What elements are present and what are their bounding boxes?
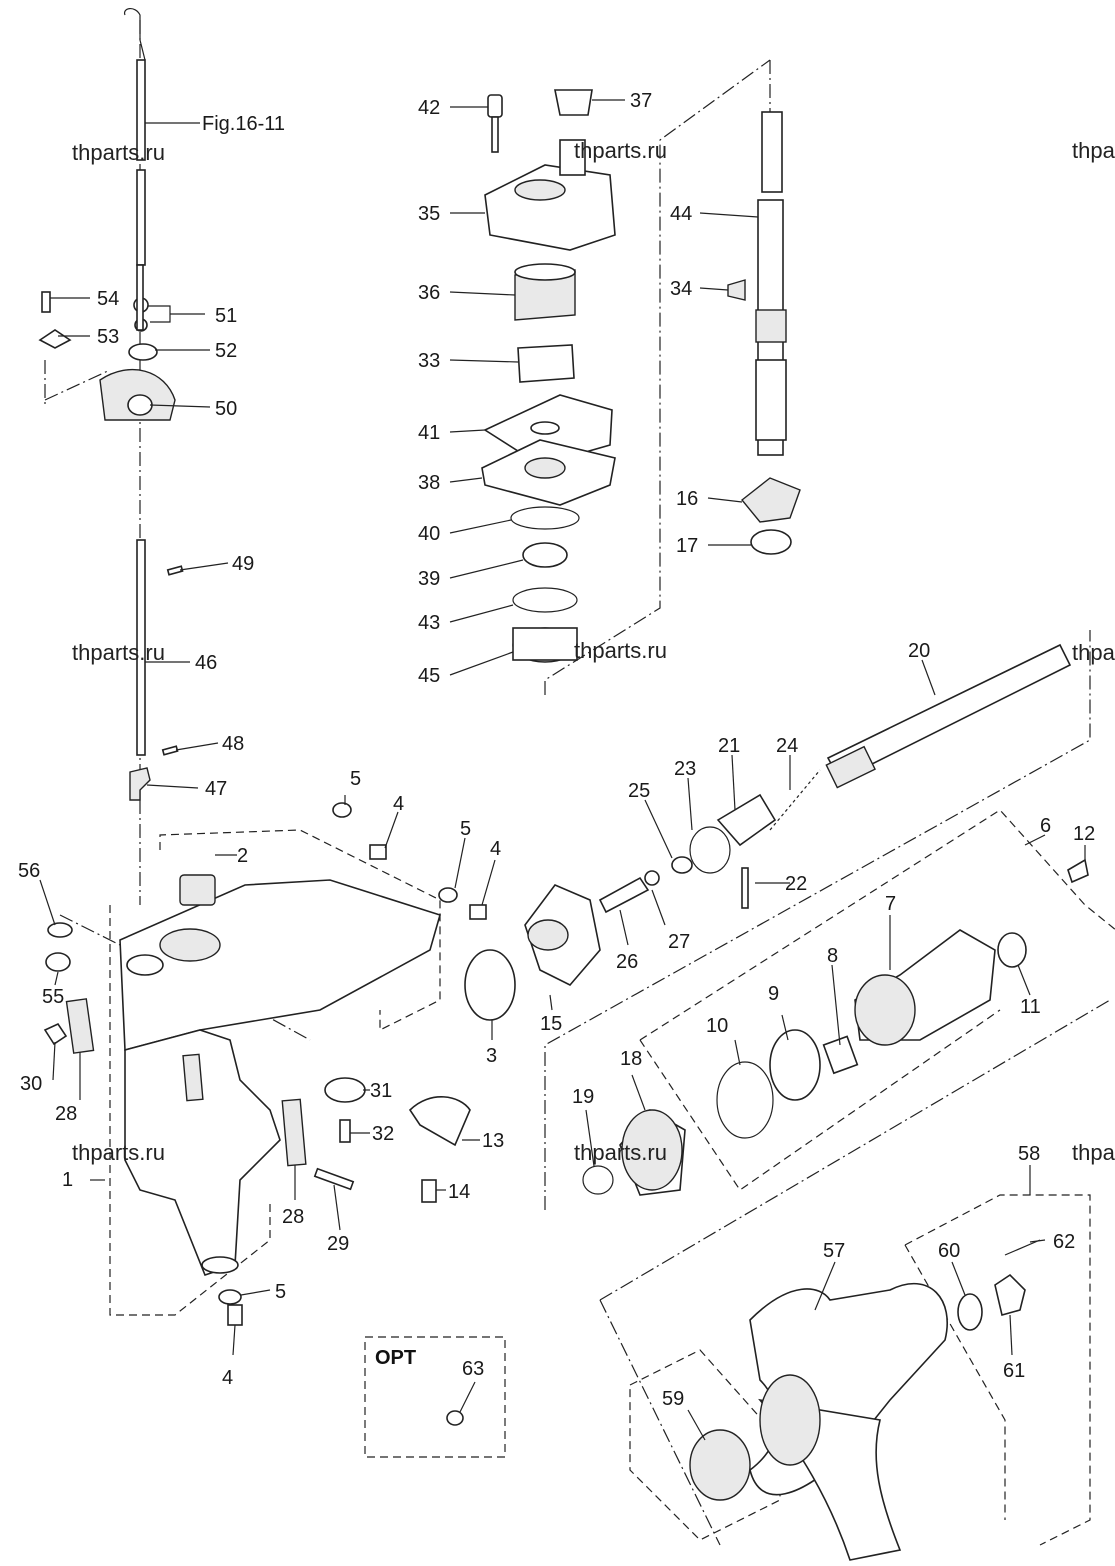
callout-1: 1 bbox=[62, 1169, 73, 1191]
propeller-assembly bbox=[446, 1239, 1041, 1561]
callout-28: 28 bbox=[282, 1206, 304, 1228]
callout-16: 16 bbox=[676, 488, 698, 510]
leader-lines bbox=[39, 99, 1086, 1441]
callout-10: 10 bbox=[706, 1015, 728, 1037]
forward-gear-assembly bbox=[582, 1108, 686, 1196]
watermark-text: thparts.ru bbox=[72, 140, 165, 165]
watermark-text: thparts.ru bbox=[1072, 138, 1115, 163]
callout-12: 12 bbox=[1073, 823, 1095, 845]
callout-36: 36 bbox=[418, 282, 440, 304]
callout-41: 41 bbox=[418, 422, 440, 444]
callout-4: 4 bbox=[490, 838, 501, 860]
callout-34: 34 bbox=[670, 278, 692, 300]
callout-26: 26 bbox=[616, 951, 638, 973]
callout-49: 49 bbox=[232, 553, 254, 575]
lower-casing bbox=[119, 874, 441, 1276]
callout-55: 55 bbox=[42, 986, 64, 1008]
callout-51: 51 bbox=[215, 305, 237, 327]
callout-60: 60 bbox=[938, 1240, 960, 1262]
watermark-text: thparts.ru bbox=[72, 1140, 165, 1165]
callout-11: 11 bbox=[1020, 996, 1041, 1018]
small-hardware-left bbox=[43, 802, 487, 1326]
callout-46: 46 bbox=[195, 652, 217, 674]
callout-45: 45 bbox=[418, 665, 440, 687]
callout-50: 50 bbox=[215, 398, 237, 420]
callout-labels: 54 51 53 52 50 49 46 48 47 42 37 35 36 3… bbox=[18, 90, 1095, 1410]
callout-23: 23 bbox=[674, 758, 696, 780]
callout-39: 39 bbox=[418, 568, 440, 590]
callout-21: 21 bbox=[718, 735, 740, 757]
callout-40: 40 bbox=[418, 523, 440, 545]
callout-13: 13 bbox=[482, 1130, 504, 1152]
callout-43: 43 bbox=[418, 612, 440, 634]
callout-33: 33 bbox=[418, 350, 440, 372]
watermarks: thparts.ru thparts.ru thparts.ru thparts… bbox=[72, 138, 1115, 1165]
callout-58: 58 bbox=[1018, 1143, 1040, 1165]
callout-53: 53 bbox=[97, 326, 119, 348]
callout-44: 44 bbox=[670, 203, 692, 225]
callout-56: 56 bbox=[18, 860, 40, 882]
figure-reference[interactable]: Fig.16-11 bbox=[202, 113, 285, 135]
callout-9: 9 bbox=[768, 983, 779, 1005]
callout-28: 28 bbox=[55, 1103, 77, 1125]
callout-63: 63 bbox=[462, 1358, 484, 1380]
bearing-housing-assembly bbox=[464, 858, 1089, 1139]
callout-31: 31 bbox=[370, 1080, 392, 1102]
callout-25: 25 bbox=[628, 780, 650, 802]
callout-14: 14 bbox=[448, 1181, 470, 1203]
water-pump-assembly bbox=[481, 89, 616, 663]
callout-4: 4 bbox=[393, 793, 404, 815]
watermark-text: thparts.ru bbox=[574, 138, 667, 163]
callout-47: 47 bbox=[205, 778, 227, 800]
callout-15: 15 bbox=[540, 1013, 562, 1035]
callout-29: 29 bbox=[327, 1233, 349, 1255]
propeller-shaft-assembly bbox=[524, 643, 1072, 986]
callout-27: 27 bbox=[668, 931, 690, 953]
callout-3: 3 bbox=[486, 1045, 497, 1067]
callout-5: 5 bbox=[350, 768, 361, 790]
callout-22: 22 bbox=[785, 873, 807, 895]
callout-48: 48 bbox=[222, 733, 244, 755]
callout-18: 18 bbox=[620, 1048, 642, 1070]
callout-17: 17 bbox=[676, 535, 698, 557]
callout-24: 24 bbox=[776, 735, 798, 757]
watermark-text: thparts.ru bbox=[574, 638, 667, 663]
option-box-label: OPT bbox=[375, 1347, 416, 1369]
callout-57: 57 bbox=[823, 1240, 845, 1262]
group-outlines bbox=[109, 809, 1115, 1546]
callout-7: 7 bbox=[885, 893, 896, 915]
callout-62: 62 bbox=[1053, 1231, 1075, 1253]
watermark-text: thparts.ru bbox=[1072, 640, 1115, 665]
callout-30: 30 bbox=[20, 1073, 42, 1095]
callout-2: 2 bbox=[237, 845, 248, 867]
callout-4: 4 bbox=[222, 1367, 233, 1389]
callout-35: 35 bbox=[418, 203, 440, 225]
callout-20: 20 bbox=[908, 640, 930, 662]
callout-59: 59 bbox=[662, 1388, 684, 1410]
watermark-text: thparts.ru bbox=[1072, 1140, 1115, 1165]
drive-shaft-assembly bbox=[727, 111, 801, 555]
callout-52: 52 bbox=[215, 340, 237, 362]
callout-54: 54 bbox=[97, 288, 119, 310]
callout-6: 6 bbox=[1040, 815, 1051, 837]
callout-32: 32 bbox=[372, 1123, 394, 1145]
watermark-text: thparts.ru bbox=[72, 640, 165, 665]
shift-rod-assembly bbox=[38, 8, 184, 801]
callout-5: 5 bbox=[460, 818, 471, 840]
callout-42: 42 bbox=[418, 97, 440, 119]
callout-37: 37 bbox=[630, 90, 652, 112]
callout-5: 5 bbox=[275, 1281, 286, 1303]
callout-19: 19 bbox=[572, 1086, 594, 1108]
callout-38: 38 bbox=[418, 472, 440, 494]
callout-8: 8 bbox=[827, 945, 838, 967]
watermark-text: thparts.ru bbox=[574, 1140, 667, 1165]
callout-61: 61 bbox=[1003, 1360, 1025, 1382]
